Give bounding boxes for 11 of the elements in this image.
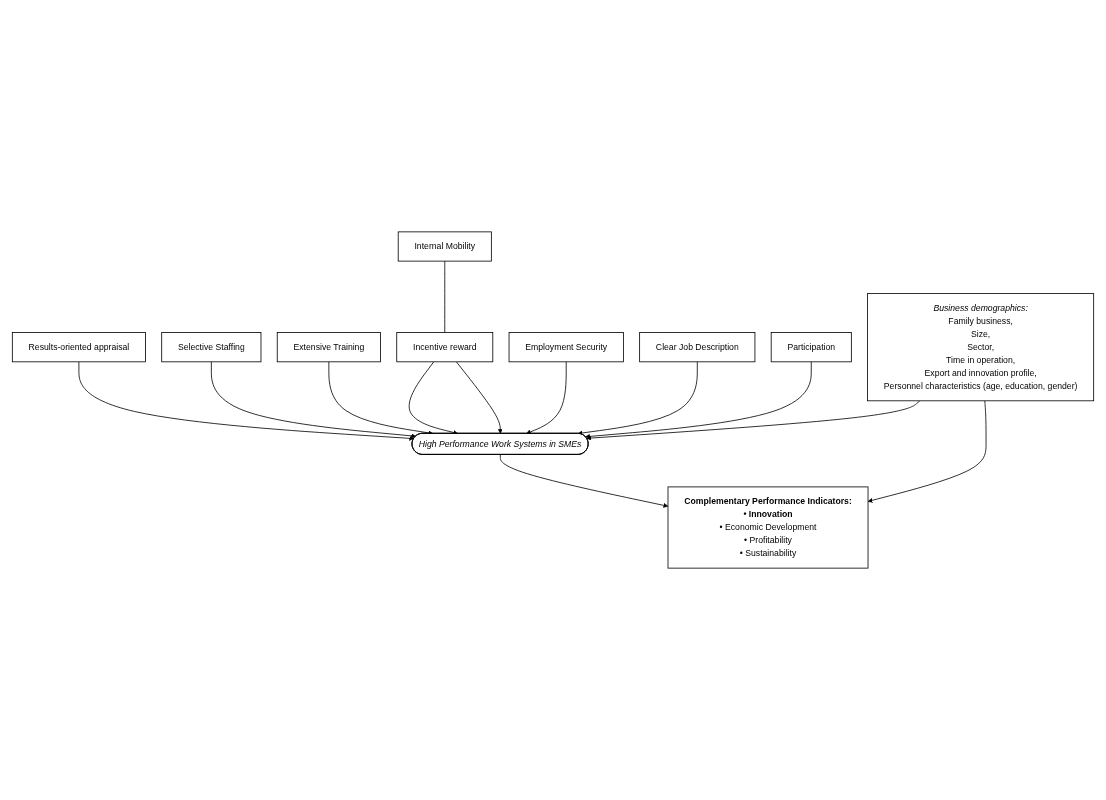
node-box bbox=[770, 332, 852, 363]
node-box bbox=[867, 293, 1095, 402]
node-box bbox=[276, 332, 381, 363]
node-box bbox=[11, 332, 146, 363]
node-box bbox=[161, 332, 262, 363]
node-box bbox=[639, 332, 756, 363]
node-box bbox=[508, 332, 624, 363]
node-box bbox=[396, 332, 494, 363]
connector bbox=[444, 260, 446, 333]
node-box bbox=[667, 486, 869, 569]
node-box bbox=[397, 231, 492, 262]
